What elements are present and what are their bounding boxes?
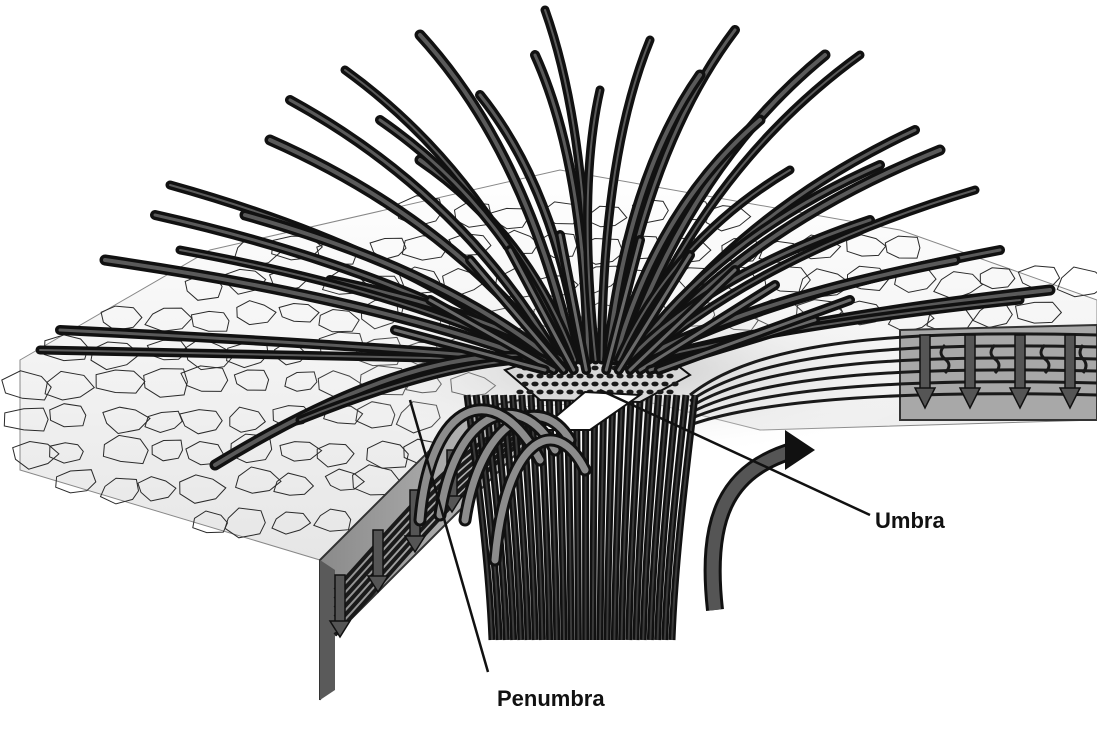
umbra-dot xyxy=(591,366,598,371)
umbra-dot xyxy=(666,390,673,395)
granule-cell xyxy=(1057,267,1097,297)
umbra-dot xyxy=(646,390,653,395)
umbra-dot xyxy=(656,390,663,395)
umbra-dot xyxy=(541,382,548,387)
umbra-dot xyxy=(591,382,598,387)
umbra-dot xyxy=(566,390,573,395)
umbra-dot xyxy=(561,382,568,387)
umbra-dot xyxy=(571,382,578,387)
umbra-dot xyxy=(651,382,658,387)
umbra-dot xyxy=(516,390,523,395)
umbra-dot xyxy=(596,374,603,379)
umbra-dot xyxy=(556,390,563,395)
umbra-dot xyxy=(611,382,618,387)
umbra-label: Umbra xyxy=(875,508,945,533)
down-arrow-shaft xyxy=(920,335,930,390)
umbra-dot xyxy=(531,382,538,387)
umbra-dot xyxy=(526,374,533,379)
umbra-dot xyxy=(526,390,533,395)
penumbra-label: Penumbra xyxy=(497,686,605,711)
left-wall-front xyxy=(320,560,335,700)
umbra-dot xyxy=(636,390,643,395)
umbra-dot xyxy=(641,382,648,387)
umbra-dot xyxy=(581,382,588,387)
umbra-dot xyxy=(631,382,638,387)
umbra-dot xyxy=(661,382,668,387)
umbra-dot xyxy=(516,374,523,379)
umbra-dot xyxy=(546,390,553,395)
umbra-dot xyxy=(666,374,673,379)
down-arrow-shaft xyxy=(965,335,975,390)
down-arrow-shaft xyxy=(1065,335,1075,390)
umbra-dot xyxy=(521,382,528,387)
umbra-dot xyxy=(536,390,543,395)
curved-arrow-icon xyxy=(713,430,815,610)
down-arrow-shaft xyxy=(335,575,345,623)
umbra-dot xyxy=(551,382,558,387)
down-arrow-shaft xyxy=(1015,335,1025,390)
down-arrow-shaft xyxy=(373,530,383,578)
umbra-dot xyxy=(601,382,608,387)
umbra-dot xyxy=(671,382,678,387)
umbra-dot xyxy=(576,374,583,379)
umbra-dot xyxy=(621,382,628,387)
